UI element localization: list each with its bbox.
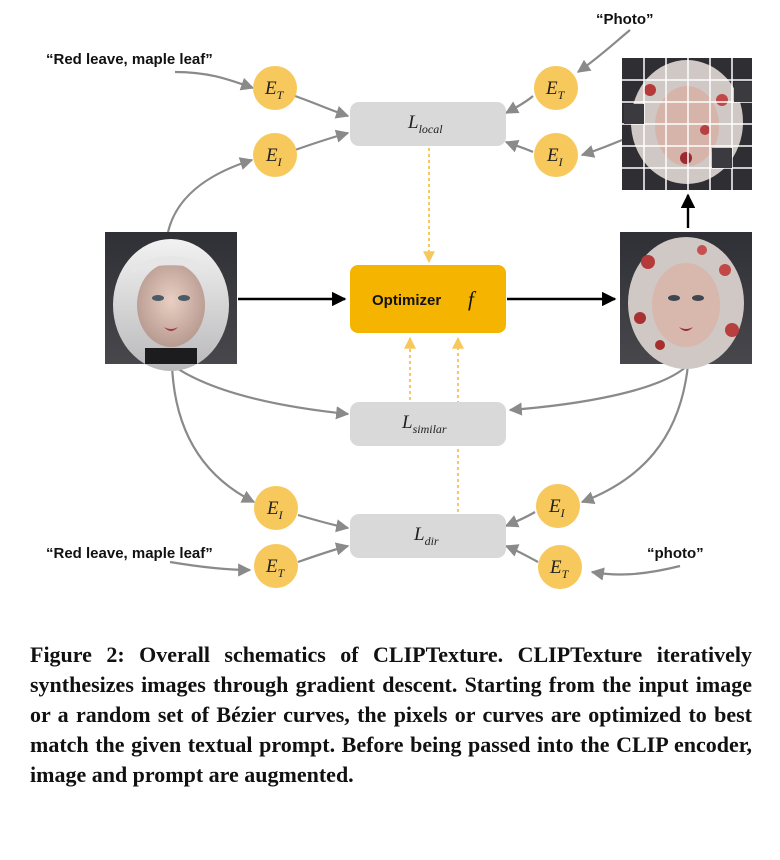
output-portrait-image (620, 232, 752, 369)
text-encoder-top-right: ET (534, 66, 578, 110)
encoder-label: E (266, 498, 279, 519)
loss-subscript: similar (413, 422, 447, 436)
encoder-label: E (264, 78, 277, 99)
arrow-image-encoder-to-local-tr (504, 139, 534, 154)
loss-similar-box: Lsimilar (350, 402, 506, 446)
arrow-input-to-image-encoder-tl (166, 157, 254, 233)
optimizer-label: Optimizer (372, 292, 441, 309)
svg-text:Ldir: Ldir (413, 524, 439, 548)
encoder-label: E (546, 145, 559, 166)
encoder-label: E (549, 557, 562, 578)
encoder-subscript: I (278, 508, 284, 522)
clip-texture-schematic: “Red leave, maple leaf” “Photo” “Red lea… (46, 11, 752, 589)
optimizer-symbol: f (468, 287, 477, 311)
encoder-subscript: T (558, 88, 566, 102)
arrow-image-encoder-to-local-tl (294, 129, 350, 152)
arrow-text-encoder-to-dir-br (504, 544, 539, 563)
encoder-label: E (265, 145, 278, 166)
arrow-photo-prompt-to-text-encoder-br (590, 564, 681, 581)
svg-text:ET: ET (549, 557, 570, 581)
prompt-bottom-right: “photo” (647, 545, 704, 562)
svg-text:Lsimilar: Lsimilar (401, 412, 447, 436)
loss-subscript: dir (425, 534, 439, 548)
arrow-image-encoder-to-dir-bl (297, 513, 350, 533)
arrow-image-encoder-to-dir-br (504, 511, 536, 528)
arrow-input-to-similar (171, 364, 350, 420)
encoder-subscript: T (562, 567, 570, 581)
encoder-subscript: I (277, 155, 283, 169)
figure-caption: Figure 2: Overall schematics of CLIPText… (30, 642, 752, 787)
loss-label: L (407, 112, 419, 133)
arrow-prompt-to-text-encoder-tl (174, 70, 255, 91)
encoder-label: E (545, 78, 558, 99)
encoder-subscript: T (278, 566, 286, 580)
text-encoder-bottom-right: ET (538, 545, 582, 589)
svg-text:EI: EI (266, 498, 284, 522)
loss-label: L (413, 524, 425, 545)
prompt-top-right: “Photo” (596, 11, 654, 28)
arrow-prompt-to-text-encoder-bl (169, 560, 252, 577)
arrow-input-to-image-encoder-bl (170, 364, 256, 503)
arrow-photo-prompt-to-text-encoder-tr (576, 29, 631, 73)
arrow-patches-to-image-encoder-tr (580, 138, 623, 158)
loss-local-box: Llocal (350, 102, 506, 146)
loss-label: L (401, 412, 413, 433)
svg-text:ET: ET (265, 556, 286, 580)
prompt-bottom-left: “Red leave, maple leaf” (46, 545, 213, 562)
arrow-output-to-image-encoder-br (580, 364, 690, 504)
arrow-text-encoder-to-dir-bl (297, 542, 350, 564)
text-encoder-bottom-left: ET (254, 544, 298, 588)
svg-text:ET: ET (545, 78, 566, 102)
input-portrait-image (105, 232, 237, 371)
loss-subscript: local (419, 122, 444, 136)
loss-dir-box: Ldir (350, 514, 506, 558)
arrow-text-encoder-to-local-tr (504, 95, 534, 114)
image-encoder-bottom-right: EI (536, 484, 580, 528)
image-encoder-top-right: EI (534, 133, 578, 177)
encoder-label: E (548, 496, 561, 517)
text-encoder-top-left: ET (253, 66, 297, 110)
encoder-subscript: I (558, 155, 564, 169)
arrow-output-to-similar (508, 364, 689, 416)
optimizer-box: Optimizer f (350, 265, 506, 333)
image-encoder-bottom-left: EI (254, 486, 298, 530)
prompt-top-left: “Red leave, maple leaf” (46, 51, 213, 68)
svg-text:EI: EI (548, 496, 566, 520)
encoder-subscript: T (277, 88, 285, 102)
encoder-subscript: I (560, 506, 566, 520)
svg-text:Llocal: Llocal (407, 112, 443, 136)
svg-text:EI: EI (265, 145, 283, 169)
svg-text:ET: ET (264, 78, 285, 102)
arrow-text-encoder-to-local-tl (294, 94, 350, 119)
augmented-patches-image (622, 58, 752, 190)
encoder-label: E (265, 556, 278, 577)
image-encoder-top-left: EI (253, 133, 297, 177)
svg-text:EI: EI (546, 145, 564, 169)
